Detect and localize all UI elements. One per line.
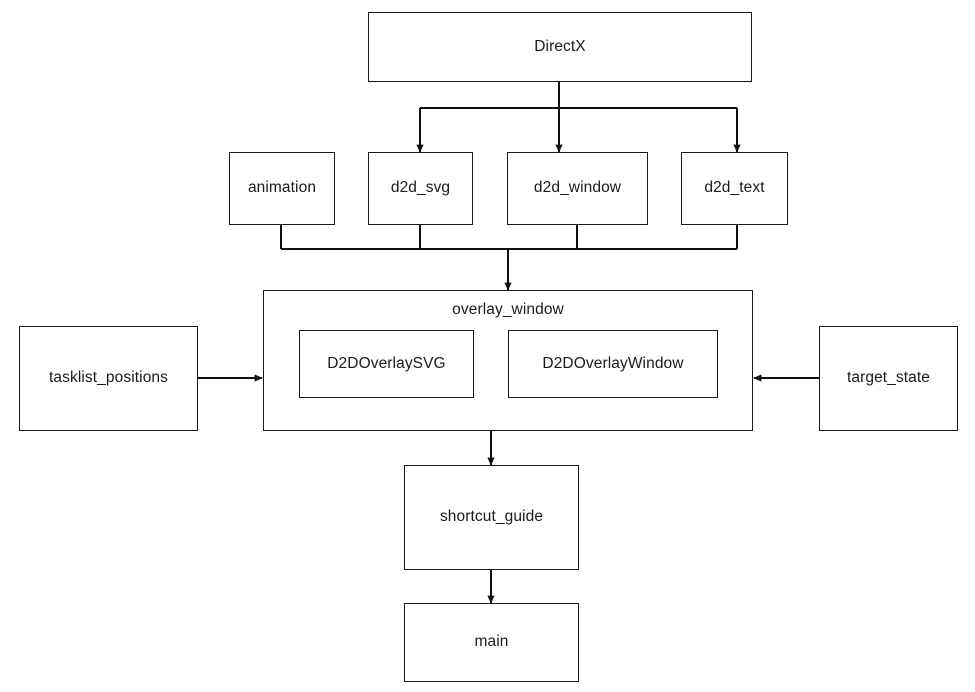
node-d2d-text[interactable]: d2d_text (681, 152, 788, 225)
node-d2d-svg[interactable]: d2d_svg (368, 152, 473, 225)
node-animation[interactable]: animation (229, 152, 335, 225)
node-main-label: main (474, 633, 509, 651)
node-d2d-overlay-svg-label: D2DOverlaySVG (327, 354, 446, 372)
node-directx[interactable]: DirectX (368, 12, 752, 82)
node-target-state-label: target_state (846, 369, 931, 387)
node-target-state[interactable]: target_state (819, 326, 958, 431)
node-main[interactable]: main (404, 603, 579, 682)
node-d2d-overlay-window[interactable]: D2DOverlayWindow (508, 330, 718, 398)
node-shortcut-guide-label: shortcut_guide (439, 508, 544, 526)
node-tasklist-positions-label: tasklist_positions (49, 369, 168, 387)
node-d2d-svg-label: d2d_svg (390, 179, 451, 197)
node-directx-label: DirectX (534, 37, 586, 55)
node-d2d-overlay-svg[interactable]: D2DOverlaySVG (299, 330, 474, 398)
node-animation-label: animation (247, 179, 317, 197)
node-d2d-window[interactable]: d2d_window (507, 152, 648, 225)
node-tasklist-positions[interactable]: tasklist_positions (19, 326, 198, 431)
node-d2d-window-label: d2d_window (533, 179, 622, 197)
node-overlay-window-label: overlay_window (452, 301, 564, 318)
node-d2d-text-label: d2d_text (704, 179, 765, 197)
node-shortcut-guide[interactable]: shortcut_guide (404, 465, 579, 570)
node-d2d-overlay-window-label: D2DOverlayWindow (542, 354, 684, 372)
